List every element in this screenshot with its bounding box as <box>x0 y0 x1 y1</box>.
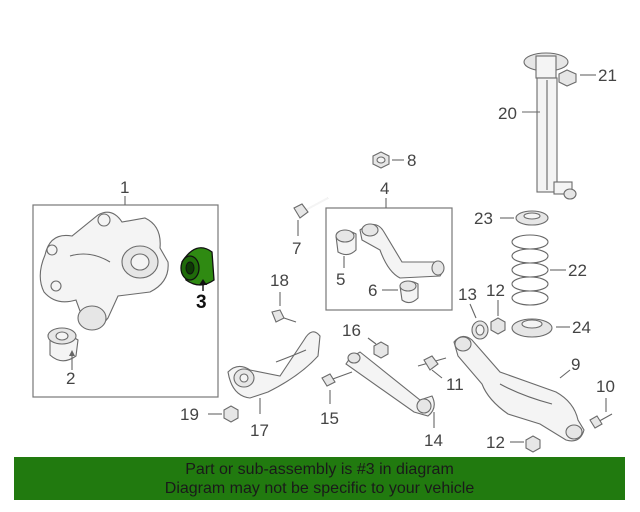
bushing-part-6 <box>399 280 419 304</box>
bolt-part-15 <box>321 371 353 387</box>
callout-7: 7 <box>292 239 301 258</box>
callout-17: 17 <box>250 421 269 440</box>
upper-arm-part <box>359 223 445 279</box>
callout-9: 9 <box>571 355 580 374</box>
callout-3[interactable]: 3 <box>196 292 207 313</box>
bushing-part-3-highlighted <box>180 247 215 286</box>
callout-11: 11 <box>446 375 464 394</box>
callout-23: 23 <box>474 209 493 228</box>
bolt-part-7 <box>293 197 329 219</box>
nut-part-8 <box>372 151 390 169</box>
coil-spring-part-22 <box>511 234 549 306</box>
bushing-part-2 <box>47 327 79 362</box>
insulator-part-23 <box>515 210 549 226</box>
bolt-part-18 <box>271 309 297 323</box>
spring-seat-part-24 <box>511 318 553 338</box>
callout-6: 6 <box>368 281 377 300</box>
callout-14: 14 <box>424 431 443 450</box>
bushing-part-5 <box>335 229 357 256</box>
callout-10: 10 <box>596 377 615 396</box>
nut-part-12-upper <box>490 317 506 335</box>
callout-8: 8 <box>407 151 416 170</box>
callout-2: 2 <box>66 369 75 388</box>
callout-20: 20 <box>498 104 517 123</box>
trailing-arm-part-17 <box>227 331 321 399</box>
nut-part-16 <box>373 341 389 359</box>
callout-19: 19 <box>180 405 199 424</box>
nut-part-19 <box>223 405 239 423</box>
callout-1: 1 <box>120 178 129 197</box>
exploded-parts-diagram: 1 2 3 4 5 6 7 8 9 10 11 12 12 13 14 15 1… <box>32 52 617 453</box>
callout-13: 13 <box>458 285 477 304</box>
callout-18: 18 <box>270 271 289 290</box>
upper-arm-group-box <box>325 207 453 311</box>
shock-absorber-part-20 <box>523 52 577 200</box>
callout-22: 22 <box>568 261 587 280</box>
info-banner: Part or sub-assembly is #3 in diagram Di… <box>14 457 625 500</box>
nut-part-21 <box>558 69 577 87</box>
nut-part-12-lower <box>525 435 541 453</box>
callout-12-upper: 12 <box>486 281 505 300</box>
bolt-part-10 <box>589 413 613 429</box>
callout-21: 21 <box>598 66 617 85</box>
callout-4: 4 <box>380 179 389 198</box>
callout-16: 16 <box>342 321 361 340</box>
bolt-part-11 <box>417 355 447 371</box>
callout-24: 24 <box>572 318 591 337</box>
callout-15: 15 <box>320 409 339 428</box>
toe-link-part-14 <box>345 351 435 417</box>
callout-5: 5 <box>336 270 345 289</box>
banner-line-2: Diagram may not be specific to your vehi… <box>164 480 475 497</box>
callout-12-lower: 12 <box>486 433 505 452</box>
banner-line-1: Part or sub-assembly is #3 in diagram <box>185 461 454 478</box>
knuckle-part <box>39 211 169 331</box>
washer-part-13 <box>471 320 489 340</box>
lower-arm-part-9 <box>453 335 585 442</box>
